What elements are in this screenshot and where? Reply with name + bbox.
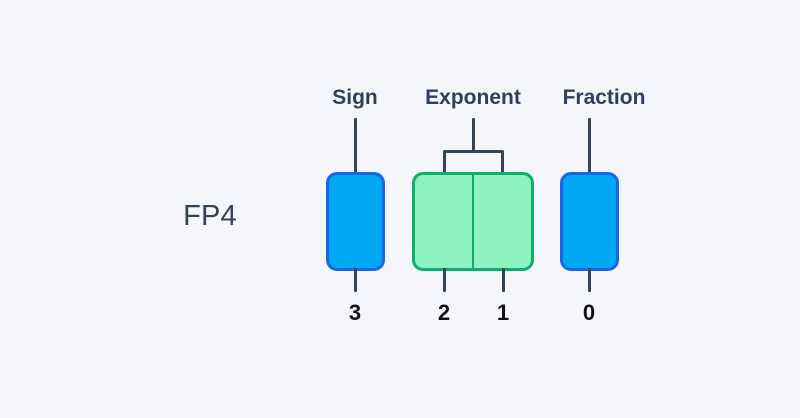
connector-bit-0 <box>588 268 591 292</box>
format-name-label: FP4 <box>183 200 237 232</box>
bit-index-2: 2 <box>437 300 451 325</box>
bit-index-0: 0 <box>582 300 596 325</box>
sign-bit-box <box>326 172 385 271</box>
field-label-exponent: Exponent <box>425 86 521 109</box>
connector-exponent-top <box>472 118 475 151</box>
exponent-bits-box <box>412 172 534 271</box>
bit-index-3: 3 <box>348 300 362 325</box>
bit-index-1: 1 <box>496 300 510 325</box>
connector-sign-top <box>354 118 357 174</box>
connector-bit-2 <box>443 268 446 292</box>
exponent-group-bracket <box>443 150 504 174</box>
connector-bit-3 <box>354 268 357 292</box>
field-label-fraction: Fraction <box>562 86 646 109</box>
fraction-bit-box <box>560 172 619 271</box>
exponent-bit-cell-1 <box>474 175 531 268</box>
connector-fraction-top <box>588 118 591 174</box>
field-label-sign: Sign <box>332 86 378 109</box>
exponent-bit-cell-2 <box>415 175 474 268</box>
connector-bit-1 <box>502 268 505 292</box>
